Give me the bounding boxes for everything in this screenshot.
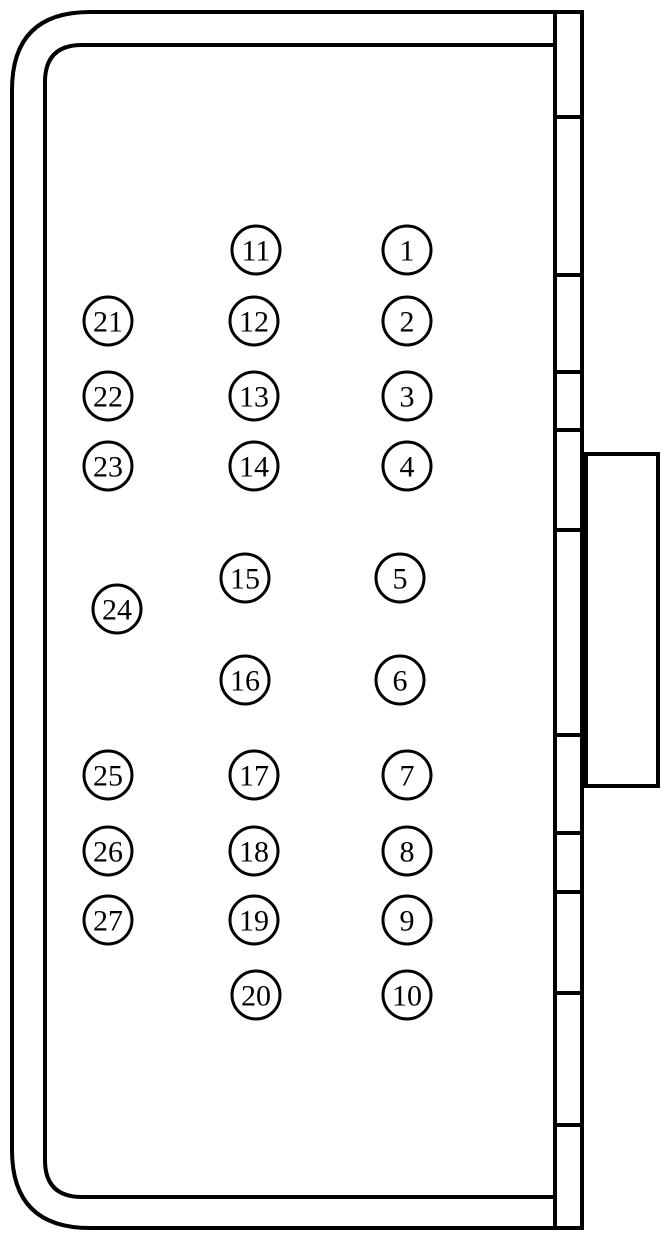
rail-segment-ticks (555, 115, 582, 1127)
pin-15-circle (219, 552, 271, 604)
pin-12-circle (228, 295, 280, 347)
pin-7-circle (381, 749, 433, 801)
pin-20-label: 20 (241, 980, 271, 1013)
pin-20: 20 (230, 969, 282, 1021)
pin-2-circle (381, 295, 433, 347)
pin-9-circle (381, 894, 433, 946)
pin-16-circle (219, 654, 271, 706)
pin-6: 6 (374, 654, 426, 706)
pin-5-label: 5 (393, 563, 408, 596)
pin-27-circle (82, 894, 134, 946)
pin-9: 9 (381, 894, 433, 946)
pin-23-circle (82, 440, 134, 492)
pin-26-label: 26 (93, 836, 123, 869)
pin-9-label: 9 (400, 905, 415, 938)
pin-3-label: 3 (400, 381, 415, 414)
pin-22-circle (82, 370, 134, 422)
pin-25: 25 (82, 749, 134, 801)
pin-18: 18 (228, 825, 280, 877)
pin-11-circle (230, 224, 282, 276)
pin-3: 3 (381, 370, 433, 422)
pin-2: 2 (381, 295, 433, 347)
pin-26-circle (82, 825, 134, 877)
pin-8-label: 8 (400, 836, 415, 869)
housing-inner-outline (43, 43, 555, 1199)
pin-4-label: 4 (400, 451, 415, 484)
pin-2-label: 2 (400, 306, 415, 339)
pin-4-circle (381, 440, 433, 492)
pin-25-circle (82, 749, 134, 801)
locking-latch-tab (584, 452, 660, 788)
pin-5-circle (374, 552, 426, 604)
pin-19-circle (228, 894, 280, 946)
pin-25-label: 25 (93, 760, 123, 793)
pin-26: 26 (82, 825, 134, 877)
pin-6-circle (374, 654, 426, 706)
pin-23: 23 (82, 440, 134, 492)
pin-4: 4 (381, 440, 433, 492)
pin-17-label: 17 (239, 760, 269, 793)
pin-5: 5 (374, 552, 426, 604)
pin-19-label: 19 (239, 905, 269, 938)
pin-21-label: 21 (93, 306, 123, 339)
pin-14: 14 (228, 440, 280, 492)
pin-22-label: 22 (93, 381, 123, 414)
pin-1-label: 1 (400, 235, 415, 268)
pin-1: 1 (381, 224, 433, 276)
pin-12-label: 12 (239, 306, 269, 339)
pin-14-label: 14 (239, 451, 269, 484)
pin-10-label: 10 (392, 980, 422, 1013)
pin-19: 19 (228, 894, 280, 946)
pin-13: 13 (228, 370, 280, 422)
pin-3-circle (381, 370, 433, 422)
pin-7: 7 (381, 749, 433, 801)
pin-15-label: 15 (230, 563, 260, 596)
pin-6-label: 6 (393, 665, 408, 698)
pin-27: 27 (82, 894, 134, 946)
pin-14-circle (228, 440, 280, 492)
pin-21-circle (82, 295, 134, 347)
pin-18-circle (228, 825, 280, 877)
pin-10-circle (381, 969, 433, 1021)
pin-8-circle (381, 825, 433, 877)
pin-11: 11 (230, 224, 282, 276)
pin-12: 12 (228, 295, 280, 347)
pin-16: 16 (219, 654, 271, 706)
pin-1-circle (381, 224, 433, 276)
pin-16-label: 16 (230, 665, 260, 698)
pin-23-label: 23 (93, 451, 123, 484)
pin-20-circle (230, 969, 282, 1021)
pin-13-label: 13 (239, 381, 269, 414)
pin-7-label: 7 (400, 760, 415, 793)
housing-outer-outline (10, 10, 584, 1230)
pin-17: 17 (228, 749, 280, 801)
pin-8: 8 (381, 825, 433, 877)
pin-11-label: 11 (242, 235, 271, 268)
pin-10: 10 (381, 969, 433, 1021)
pin-27-label: 27 (93, 905, 123, 938)
pin-24-label: 24 (102, 594, 132, 627)
pin-17-circle (228, 749, 280, 801)
pin-13-circle (228, 370, 280, 422)
pin-24: 24 (91, 583, 143, 635)
pin-grid: 1 2 3 4 5 6 7 8 9 10 11 12 13 14 15 16 1… (82, 224, 433, 1021)
pin-18-label: 18 (239, 836, 269, 869)
pin-22: 22 (82, 370, 134, 422)
pin-24-circle (91, 583, 143, 635)
pin-15: 15 (219, 552, 271, 604)
pin-21: 21 (82, 295, 134, 347)
